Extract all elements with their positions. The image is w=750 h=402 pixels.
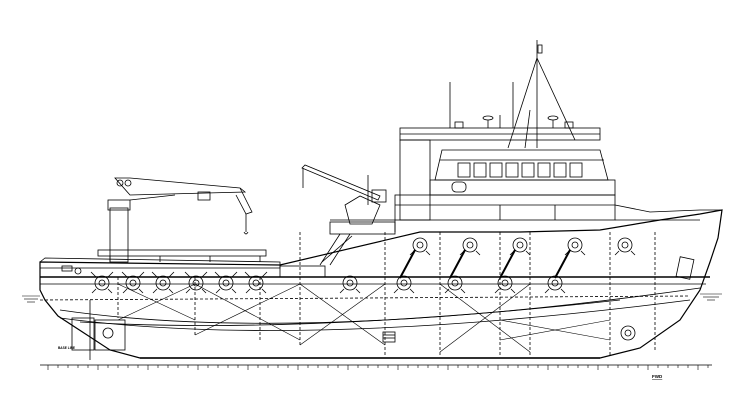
forward-marker: FWD (652, 374, 663, 379)
wheelhouse-windows (457, 162, 583, 178)
lifebuoys-lower (90, 249, 571, 294)
baseline-label: BASE LINE (58, 346, 75, 350)
hull (39, 209, 723, 360)
frame-scale (40, 364, 712, 370)
tripod-mast (449, 40, 576, 149)
aft-deck (39, 249, 326, 278)
midship-crane (301, 164, 396, 266)
rescue-boat (675, 256, 695, 280)
waterline-symbol-aft (22, 295, 40, 303)
lifebuoys-upper (409, 237, 636, 256)
waterline-symbol-fwd (700, 293, 722, 301)
superstructure (330, 127, 722, 232)
aft-knuckle-crane (107, 177, 253, 263)
